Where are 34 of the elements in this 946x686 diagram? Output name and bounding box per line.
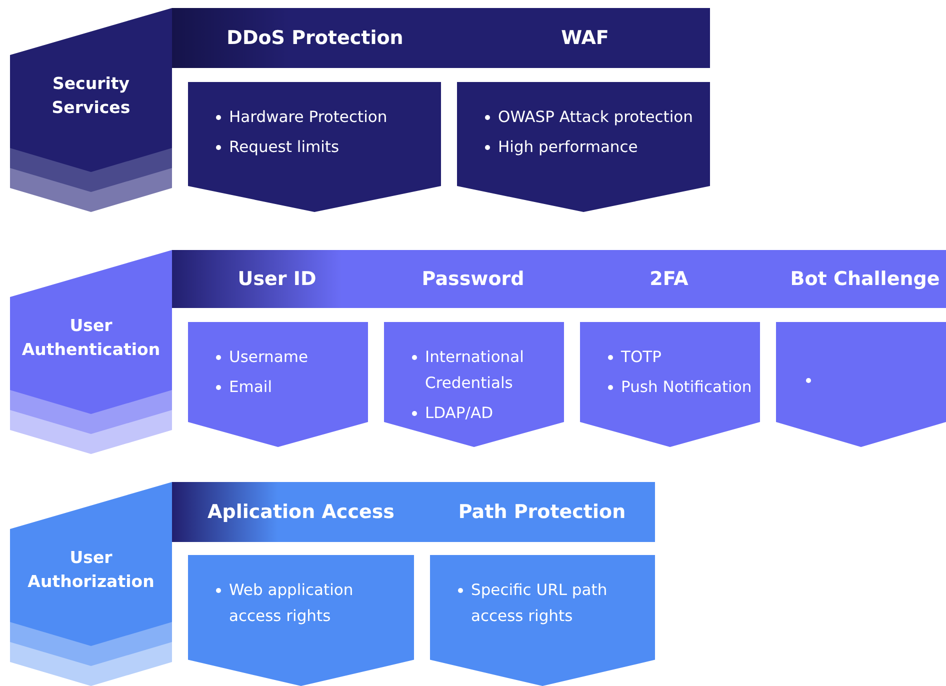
bullet-text: Request limits	[229, 137, 340, 158]
column-heading: User ID	[238, 267, 316, 292]
bullet-text: LDAP/AD	[425, 403, 494, 424]
bullet-text: International Credentials	[425, 347, 525, 394]
column-heading: Bot Challenge	[790, 267, 940, 292]
column-heading: 2FA	[650, 267, 688, 292]
bullet-text: OWASP Attack protection	[498, 107, 693, 128]
bullet-text: Username	[229, 347, 308, 368]
category-label: User Authentication	[20, 315, 162, 361]
feature-card	[188, 555, 414, 686]
bullet-text: Web application access rights	[229, 580, 354, 627]
header-band	[172, 482, 655, 542]
bullet-text: Email	[229, 377, 272, 398]
bullet-text: High performance	[498, 137, 638, 158]
header-band	[172, 250, 946, 308]
column-heading: Aplication Access	[208, 500, 394, 525]
header-band	[172, 8, 710, 68]
column-heading: Path Protection	[458, 500, 626, 525]
feature-card	[188, 82, 441, 212]
feature-card	[457, 82, 710, 212]
column-heading: Password	[422, 267, 524, 292]
bullet-text: Specific URL path access rights	[471, 580, 608, 627]
bullet-text: TOTP	[621, 347, 662, 368]
feature-card	[384, 322, 564, 447]
feature-card	[188, 322, 368, 447]
column-heading: DDoS Protection	[226, 26, 404, 51]
feature-card	[776, 322, 946, 447]
bullet-text: Push Notification	[621, 377, 752, 398]
category-label: User Authorization	[26, 547, 156, 593]
category-label: Security Services	[50, 73, 132, 119]
feature-card	[580, 322, 760, 447]
feature-card	[430, 555, 655, 686]
bullet-text: Hardware Protection	[229, 107, 388, 128]
column-heading: WAF	[561, 26, 609, 51]
